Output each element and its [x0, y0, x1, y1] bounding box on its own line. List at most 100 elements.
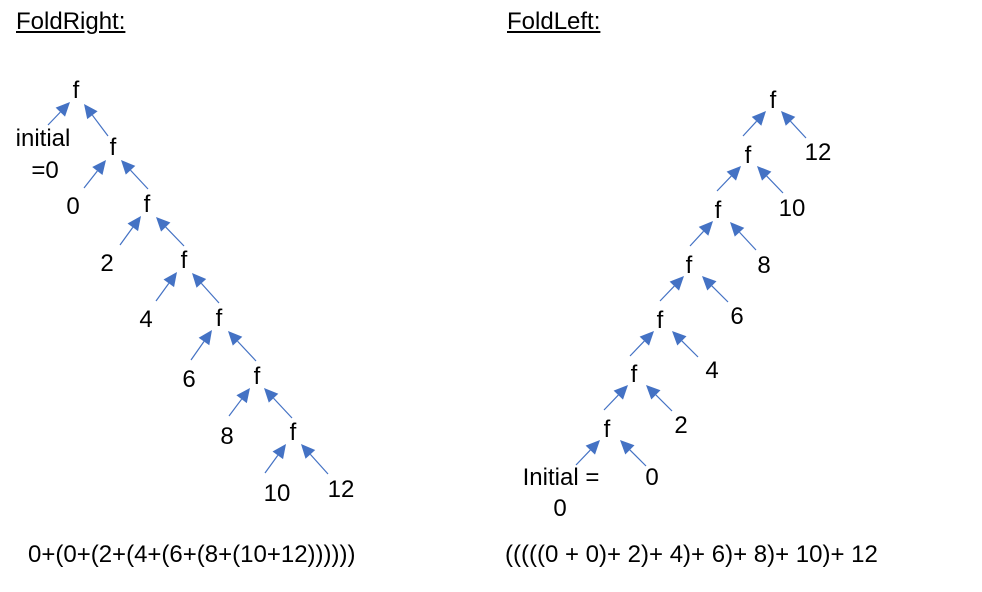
fold-left-initial-label: Initial =: [523, 464, 600, 491]
arrow: [121, 160, 149, 190]
arrow: [190, 330, 212, 361]
arrow-shaft: [200, 283, 220, 304]
fold-right-f-node: f: [216, 305, 223, 332]
arrow: [742, 111, 766, 137]
arrow-head: [726, 166, 741, 181]
arrow-head: [639, 331, 654, 346]
arrow-head: [751, 111, 766, 126]
arrow-head: [84, 104, 98, 120]
arrow-shaft: [190, 341, 205, 361]
arrow-shaft: [309, 454, 329, 475]
fold-left-f-node: f: [745, 142, 752, 169]
arrow-head: [156, 217, 171, 232]
arrow-shaft: [681, 340, 699, 358]
arrow-head: [669, 276, 684, 291]
arrow-shaft: [228, 398, 243, 417]
arrow: [620, 440, 647, 467]
fold-right-f-node: f: [181, 247, 188, 274]
fold-right-value: 12: [328, 476, 355, 503]
arrow-head: [301, 444, 316, 459]
arrow-shaft: [237, 340, 257, 362]
arrow-shaft: [659, 285, 675, 302]
arrow: [264, 388, 293, 419]
arrow-shaft: [47, 111, 61, 126]
arrow: [702, 276, 729, 303]
arrow-shaft: [603, 394, 619, 411]
fold-left-value: 6: [730, 303, 743, 330]
fold-left-f-node: f: [686, 252, 693, 279]
fold-left-title: FoldLeft:: [507, 8, 601, 35]
arrow: [646, 385, 673, 412]
arrow-shaft: [264, 454, 279, 474]
arrow: [228, 388, 250, 417]
fold-right-f-node: f: [144, 191, 151, 218]
arrow-head: [272, 444, 286, 460]
fold-left-f-node: f: [657, 307, 664, 334]
fold-left-value: 4: [705, 357, 718, 384]
arrow-shaft: [655, 394, 673, 412]
arrow-shaft: [130, 169, 149, 190]
fold-left-value: 2: [674, 412, 687, 439]
arrow-shaft: [629, 340, 645, 357]
arrow-head: [757, 166, 772, 181]
arrow-head: [236, 388, 250, 404]
arrow: [629, 331, 654, 357]
arrow: [192, 273, 220, 304]
arrow-shaft: [83, 170, 98, 189]
arrow-shaft: [273, 397, 293, 419]
arrow: [730, 222, 757, 251]
arrow-head: [92, 160, 106, 176]
arrow-head: [672, 331, 687, 346]
fold-right-value: 0: [66, 193, 79, 220]
arrow-head: [620, 440, 635, 455]
arrow-head: [781, 111, 796, 126]
arrow-shaft: [739, 231, 757, 251]
arrow-head: [127, 216, 141, 232]
arrow-head: [585, 440, 600, 455]
fold-left-f-node: f: [715, 197, 722, 224]
fold-right-f-node: f: [254, 363, 261, 390]
fold-right-value: 8: [220, 423, 233, 450]
arrow-head: [163, 272, 177, 288]
arrow-shaft: [91, 114, 109, 137]
fold-right-f-node: f: [110, 134, 117, 161]
arrow: [659, 276, 684, 302]
fold-right-title: FoldRight:: [16, 8, 126, 35]
arrow-shaft: [575, 449, 591, 466]
fold-left-arrows: [575, 111, 807, 467]
arrow: [301, 444, 329, 475]
arrow: [84, 104, 109, 137]
fold-left-f-node: f: [604, 416, 611, 443]
arrow-head: [55, 102, 70, 117]
fold-left-value: 10: [779, 195, 806, 222]
arrow-head: [198, 330, 212, 346]
arrow: [119, 216, 141, 246]
arrow-head: [702, 276, 717, 291]
fold-left-value: 0: [645, 464, 658, 491]
fold-right-initial-label: initial: [16, 125, 71, 152]
arrow-shaft: [119, 226, 134, 246]
arrow: [716, 166, 741, 192]
arrow: [228, 331, 257, 362]
arrow-head: [730, 222, 745, 237]
arrow-head: [121, 160, 136, 175]
fold-right-initial-value: =0: [31, 157, 58, 184]
fold-left-tree: f f f f f f f Initial = 0 0 2 4 6 8 10 1…: [523, 87, 832, 522]
fold-right-f-node: f: [290, 419, 297, 446]
arrow: [156, 217, 185, 247]
arrow: [603, 385, 628, 411]
arrow: [689, 221, 713, 247]
arrow-head: [698, 221, 713, 236]
fold-left-f-node: f: [631, 361, 638, 388]
arrow-shaft: [711, 285, 729, 303]
fold-right-f-node: f: [73, 77, 80, 104]
arrow: [264, 444, 286, 474]
arrow-head: [192, 273, 207, 288]
fold-right-value: 10: [264, 480, 291, 507]
arrow-shaft: [716, 175, 732, 192]
arrow-shaft: [790, 120, 807, 139]
fold-right-value: 4: [139, 306, 152, 333]
arrow-shaft: [766, 175, 784, 194]
fold-left-f-node: f: [770, 87, 777, 114]
